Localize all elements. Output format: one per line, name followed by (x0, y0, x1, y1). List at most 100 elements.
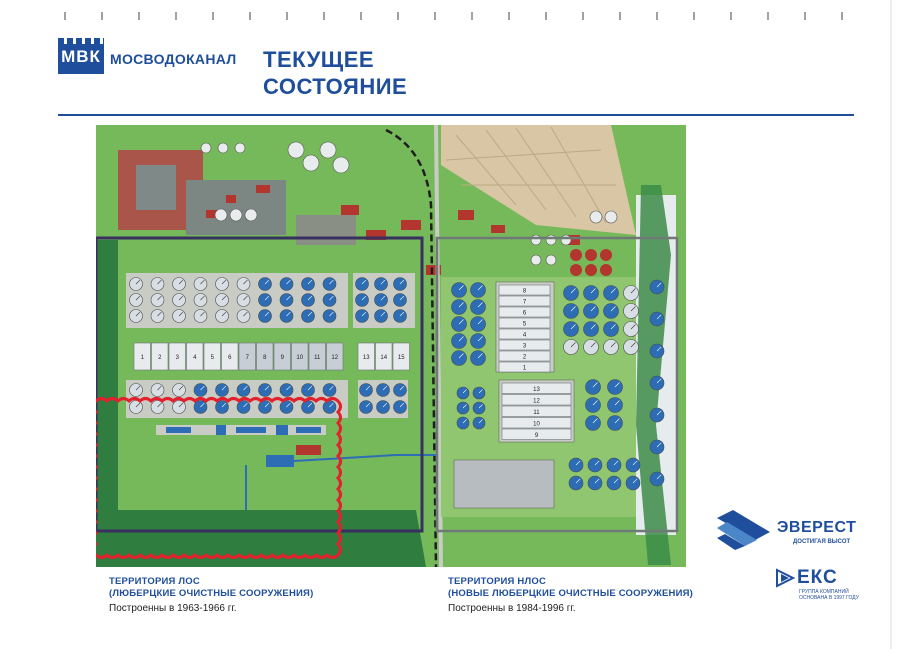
aeration-block-label: 4 (523, 333, 527, 339)
forest-south (96, 510, 426, 567)
clarifier-arm (329, 279, 334, 285)
clarifier-arm (656, 442, 662, 448)
aeration-block-label: 10 (296, 355, 303, 361)
aeration-block (501, 405, 572, 417)
binding-hole (434, 12, 436, 20)
binding-hole (656, 12, 658, 20)
clarifier-arm (307, 402, 313, 408)
los-caption: ТЕРРИТОРИЯ ЛОС (ЛЮБЕРЦКИЕ ОЧИСТНЫЕ СООРУ… (109, 576, 313, 600)
clarifier-arm (264, 402, 270, 408)
clarifier-arm (458, 353, 464, 359)
clarifier-arm (286, 295, 291, 301)
clarifier-arm (590, 324, 596, 330)
clarifier-arm (575, 478, 581, 484)
clarifier-arm (178, 385, 184, 391)
clarifier-arm (307, 311, 313, 317)
everest-logo-mark (717, 510, 770, 550)
clarifier-arm (157, 279, 162, 285)
binding-hole (545, 12, 547, 20)
clarifier-arm (157, 311, 162, 317)
binding-hole (175, 12, 177, 20)
railway (385, 128, 438, 567)
clarifier-arm (243, 279, 248, 285)
clarifier-arm (477, 319, 483, 325)
binding-hole (841, 12, 843, 20)
clarifier-arm (656, 474, 662, 480)
clarifier-arm (135, 402, 141, 408)
eks-name: ЕКС (797, 567, 838, 588)
clarifier-arm (382, 402, 388, 408)
clarifier-arm (614, 382, 620, 388)
clarifier-arm (178, 311, 184, 317)
clarifier-arm (178, 295, 184, 301)
clarifier-arm (286, 385, 291, 391)
clarifier-arm (365, 402, 371, 408)
clarifier-arm (380, 295, 386, 301)
los-title-2: (ЛЮБЕРЦКИЕ ОЧИСТНЫЕ СООРУЖЕНИЯ) (109, 588, 314, 599)
road-main (434, 125, 443, 567)
los-secondary-clarifiers (129, 383, 337, 414)
aeration-block (203, 342, 221, 371)
clarifier-arm (243, 385, 248, 391)
clarifier-arm (592, 400, 598, 406)
eks-subtitle: ГРУППА КОМПАНИЙ ОСНОВАНА В 1997 ГОДУ (799, 589, 859, 601)
clarifier-arm (614, 400, 620, 406)
clarifier-arm (570, 306, 576, 312)
small-buildings (206, 185, 580, 275)
nlos-aeration-low (453, 459, 555, 509)
title-line-1: ТЕКУЩЕЕ (263, 47, 375, 72)
los-primary-clarifiers (129, 277, 337, 323)
aeration-block-label: 6 (523, 311, 527, 317)
aeration-block (151, 342, 169, 371)
clarifier-arm (613, 460, 619, 466)
clarifier-arm (570, 324, 576, 330)
east-forest (636, 185, 671, 565)
everest-slogan: ДОСТИГАЯ ВЫСОТ (793, 539, 851, 545)
clarifier-arm (135, 279, 141, 285)
clarifier-arm (243, 402, 248, 408)
clarifier-arm (656, 410, 662, 416)
clarifier-arm (380, 279, 386, 285)
aeration-block-label: 1 (523, 366, 527, 372)
aeration-block-label: 3 (523, 344, 527, 350)
nlos-caption: ТЕРРИТОРИЯ НЛОС (НОВЫЕ ЛЮБЕРЦКИЕ ОЧИСТНЫ… (448, 576, 693, 600)
clarifier-arm (477, 302, 483, 308)
clarifier-arm (264, 295, 270, 301)
binding-hole (730, 12, 732, 20)
binding-hole (471, 12, 473, 20)
los-built: Построенны в 1963-1966 гг. (109, 603, 237, 614)
clarifier-arm (361, 279, 367, 285)
nlos-frame (435, 236, 679, 533)
clarifier-arm (399, 295, 405, 301)
aeration-block-label: 11 (314, 355, 321, 361)
binding-hole (508, 12, 510, 20)
binding-hole (249, 12, 251, 20)
forest-west (96, 240, 118, 545)
clarifier-arm (592, 382, 598, 388)
aeration-block (375, 342, 393, 371)
aeration-block-label: 8 (263, 355, 267, 361)
aeration-block (291, 342, 309, 371)
clarifier-arm (656, 346, 662, 352)
clarifier-arm (594, 460, 600, 466)
clarifier-arm (382, 385, 388, 391)
clarifier-arm (630, 324, 636, 330)
aeration-block (501, 428, 572, 440)
aeration-block-label: 5 (211, 355, 215, 361)
sand-fields (441, 125, 636, 235)
clarifier-arm (630, 306, 636, 312)
clarifier-arm (135, 311, 141, 317)
aeration-block (498, 295, 551, 307)
clarifier-arm (478, 404, 483, 409)
clarifier-arm (361, 311, 367, 317)
nlos-title-2: (НОВЫЕ ЛЮБЕРЦКИЕ ОЧИСТНЫЕ СООРУЖЕНИЯ) (448, 588, 694, 599)
digesters (200, 141, 618, 266)
aeration-block (498, 339, 551, 351)
nlos-title-1: ТЕРРИТОРИЯ НЛОС (448, 576, 547, 587)
clarifier-arm (221, 311, 227, 317)
aeration-block-label: 12 (331, 355, 338, 361)
old-site-roof (136, 165, 176, 210)
aeration-block-label: 9 (281, 355, 285, 361)
